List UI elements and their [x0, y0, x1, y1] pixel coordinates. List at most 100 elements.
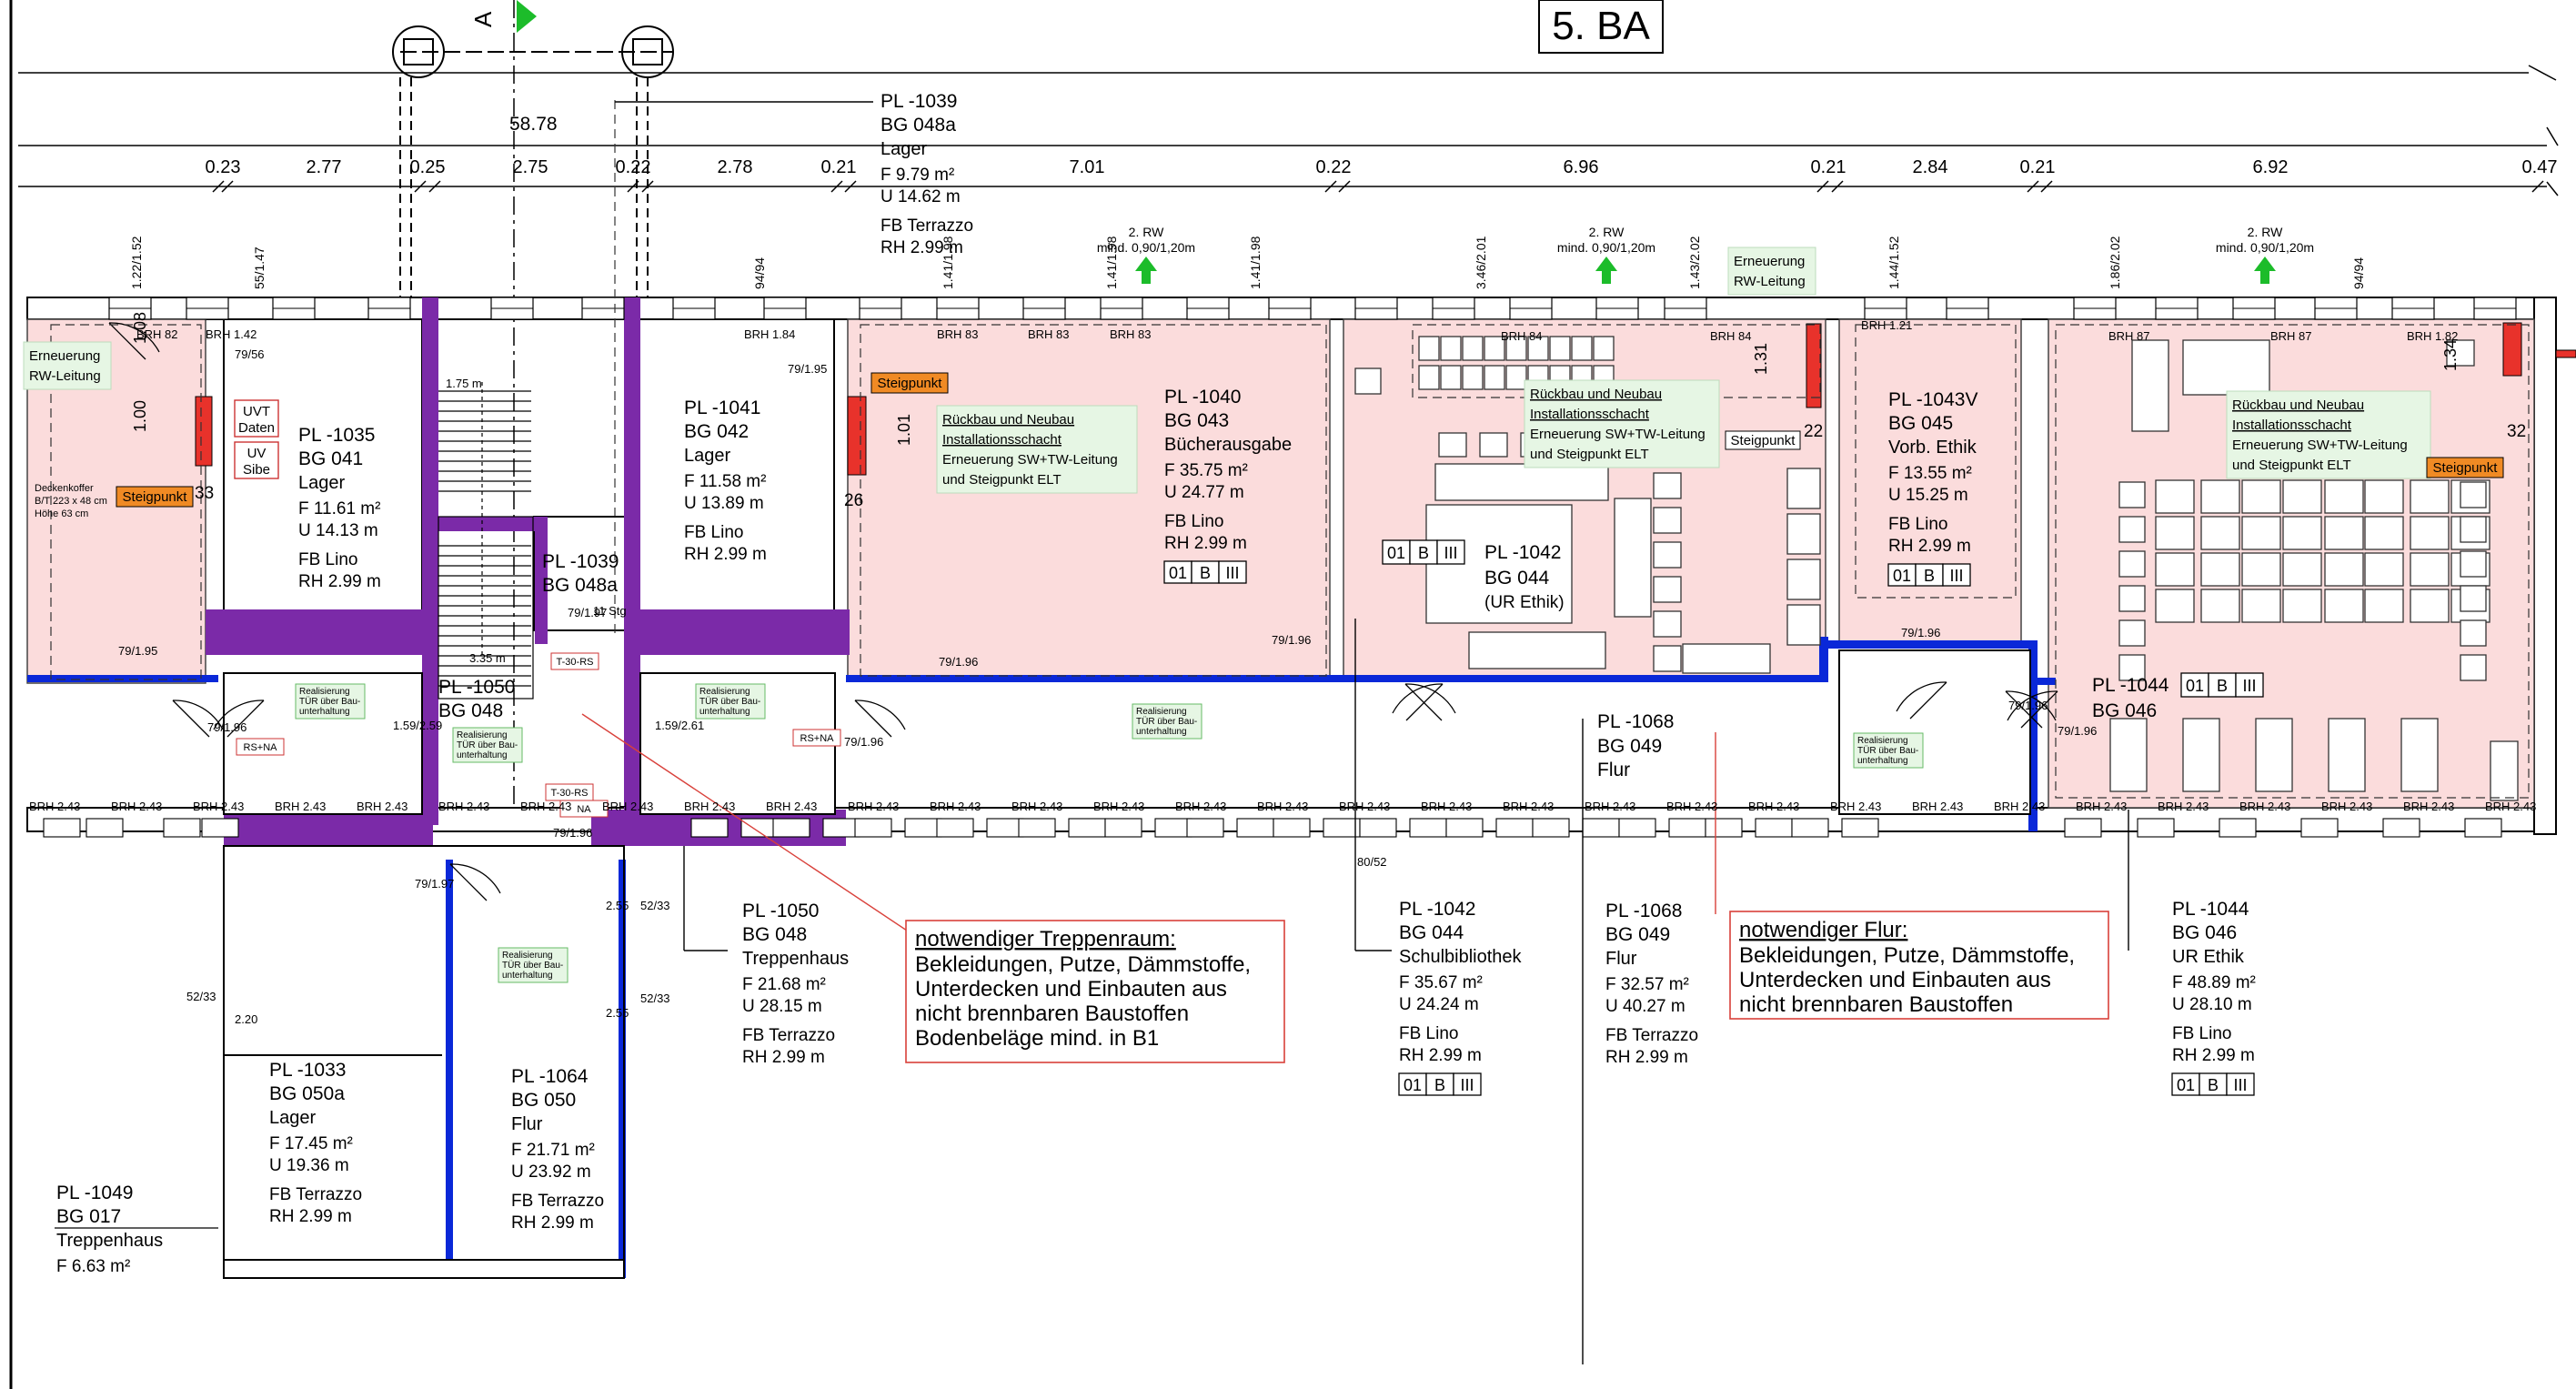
- room-floor: FB Terrazzo: [742, 1026, 835, 1045]
- student-desk: [2410, 589, 2450, 623]
- outer-wall-right: [2533, 297, 2557, 835]
- dimension-tick: [641, 180, 654, 193]
- student-desk: [2109, 718, 2148, 792]
- room-area: F 6.63 m²: [56, 1257, 130, 1276]
- room-area: F 13.55 m²: [1888, 464, 1972, 483]
- note-line: RW-Leitung: [1734, 274, 1806, 289]
- chair: [1354, 367, 1382, 395]
- rw-label: 2. RW: [2248, 225, 2283, 239]
- room-height: RH 2.99 m: [880, 238, 963, 257]
- student-desk: [2200, 552, 2240, 587]
- shaft-1: [195, 396, 213, 467]
- room-pl: PL -1044: [2092, 675, 2169, 696]
- note-box: [1853, 732, 1924, 769]
- small-dimension: 1.59/2.59: [393, 719, 442, 732]
- room-perimeter: U 14.13 m: [298, 521, 378, 540]
- dimension-tick: [2040, 180, 2053, 193]
- window: [986, 818, 1024, 838]
- rw-arrow-icon: [1142, 271, 1151, 284]
- brh-bottom: BRH 2.43: [357, 800, 408, 813]
- dimension-value: 0.25: [410, 157, 446, 177]
- side-dimension: 26: [844, 491, 863, 510]
- student-desk: [2282, 552, 2322, 587]
- room-area: F 48.89 m²: [2172, 973, 2256, 992]
- door-tag: T-30-RS: [550, 652, 599, 670]
- room-floor: FB Lino: [684, 523, 743, 542]
- code-value: III: [1460, 1076, 1474, 1094]
- desk: [1440, 365, 1462, 390]
- note-line: und Steigpunkt ELT: [942, 472, 1062, 488]
- brh-bottom: BRH 2.43: [1421, 800, 1472, 813]
- room-height: RH 2.99 m: [1399, 1046, 1482, 1065]
- dimension-tick: [830, 180, 843, 193]
- code-cell: [1191, 560, 1220, 584]
- brh-top: BRH 1.84: [744, 327, 795, 341]
- room-height: RH 2.99 m: [2172, 1046, 2255, 1065]
- room-height: RH 2.99 m: [269, 1207, 352, 1226]
- dimension-value: 6.96: [1564, 157, 1599, 177]
- section-marker-label: A: [469, 11, 497, 27]
- room-area: F 35.75 m²: [1164, 461, 1248, 480]
- note-box: [295, 683, 366, 720]
- room-bg: BG 044: [1484, 568, 1550, 589]
- code-value: B: [1418, 544, 1429, 562]
- code-cell: [1398, 1072, 1427, 1096]
- wall-dimension: 1.31: [1752, 343, 1770, 375]
- note-line: Rückbau und Neubau: [2232, 398, 2364, 413]
- window-dimension: 1.44/1.52: [1887, 236, 1901, 289]
- window: [1409, 818, 1447, 838]
- code-cell: [2235, 672, 2264, 698]
- steigpunkt-box: [1725, 430, 1801, 450]
- title-block: 5. BA: [1538, 0, 1664, 54]
- brh-bottom: BRH 2.43: [193, 800, 244, 813]
- steigpunkt-box: [116, 486, 194, 508]
- chair: [2118, 550, 2146, 578]
- brh-top: BRH 82: [136, 327, 178, 341]
- uv-line: UVT: [243, 404, 270, 419]
- note-line: Erneuerung: [29, 348, 100, 364]
- student-desk: [2200, 516, 2240, 550]
- room-bg: BG 050: [511, 1090, 576, 1111]
- dimension-tick: [221, 180, 234, 193]
- callout-line: Bodenbeläge mind. in B1: [915, 1026, 1159, 1051]
- window: [1359, 818, 1397, 838]
- chair: [1653, 576, 1682, 603]
- student-desk: [2241, 516, 2281, 550]
- steigpunkt-box: [2426, 457, 2504, 478]
- desk: [1505, 336, 1527, 361]
- note-bg046: Rückbau und NeubauInstallationsschachtEr…: [2226, 390, 2431, 479]
- student-desk: [2155, 479, 2195, 514]
- window-dimension: 1.41/1.98: [1248, 236, 1263, 289]
- window-dimension: 1.41/1.98: [941, 236, 955, 289]
- student-desk: [2155, 516, 2195, 550]
- rw-sublabel: mind. 0,90/1,20m: [1097, 240, 1195, 255]
- window: [1495, 818, 1534, 838]
- window: [936, 818, 974, 838]
- chair: [1653, 507, 1682, 534]
- window-dimension: 1.41/1.98: [1104, 236, 1119, 289]
- side-dimension: 22: [1804, 422, 1823, 441]
- door-dimension: 79/1.96: [939, 655, 978, 669]
- note-line: Rückbau und Neubau: [1530, 387, 1662, 402]
- brh-top: BRH 84: [1501, 329, 1543, 343]
- room-pl: PL -1039: [880, 91, 957, 112]
- window-dimension: 1.22/1.52: [129, 236, 144, 289]
- student-desk: [2155, 552, 2195, 587]
- chair: [2460, 550, 2487, 578]
- room-pl: PL -1041: [684, 398, 760, 418]
- brh-top: BRH 1.82: [2407, 329, 2458, 343]
- note-box: [498, 947, 569, 983]
- dimension-value: 0.47: [2522, 157, 2558, 177]
- counter: [1434, 463, 1609, 501]
- note-line: Erneuerung SW+TW-Leitung: [1530, 427, 1706, 442]
- note-line: Erneuerung: [1734, 254, 1805, 269]
- dimension-value: 2.78: [718, 157, 753, 177]
- room-perimeter: U 13.89 m: [684, 494, 764, 513]
- note-line: und Steigpunkt ELT: [2232, 458, 2351, 473]
